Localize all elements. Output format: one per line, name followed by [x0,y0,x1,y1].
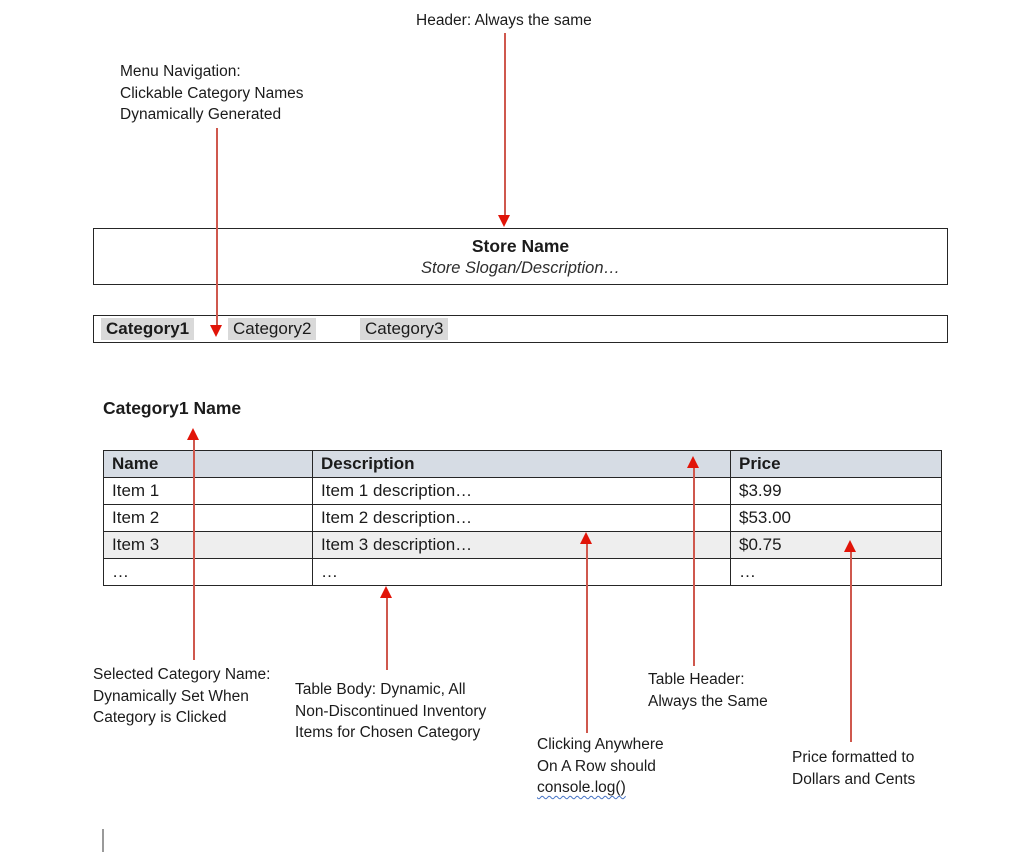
table-row[interactable]: Item 1 Item 1 description… $3.99 [103,477,942,505]
console-log-code: console.log() [537,779,626,796]
note-line: Clicking Anywhere [537,736,664,753]
store-name: Store Name [471,236,570,256]
annotation-menu-navigation-note: Menu Navigation: Clickable Category Name… [120,61,304,126]
arrow-line-menu-navigation [216,128,218,325]
cell-name[interactable]: Item 3 [103,531,313,559]
store-header-box: Store Name Store Slogan/Description… [93,228,948,285]
category-nav-bar: Category1 Category2 Category3 [93,315,948,343]
column-header-name: Name [103,450,313,478]
note-line: Selected Category Name: [93,666,271,683]
table-row[interactable]: … … … [103,558,942,586]
arrow-up-icon [687,456,699,468]
cell-price[interactable]: … [730,558,942,586]
nav-item-category1[interactable]: Category1 [101,318,195,340]
arrow-up-icon [380,586,392,598]
arrow-line-header [504,33,506,216]
text-cursor [102,829,104,852]
cell-price[interactable]: $3.99 [730,477,942,505]
note-line: On A Row should [537,757,656,775]
arrow-line-clicking-row [586,544,588,733]
arrow-line-selected-category [193,440,195,660]
note-line: Clickable Category Names [120,84,304,102]
note-line: Menu Navigation: [120,63,241,80]
note-line: Dollars and Cents [792,770,916,788]
arrow-line-table-body [386,598,388,670]
note-line: Items for Chosen Category [295,724,481,741]
column-header-price: Price [730,450,942,478]
table-header-row: Name Description Price [103,450,942,478]
table-row[interactable]: Item 2 Item 2 description… $53.00 [103,504,942,532]
store-slogan: Store Slogan/Description… [420,259,620,277]
annotation-table-body-note: Table Body: Dynamic, All Non-Discontinue… [295,679,486,744]
annotation-header-note: Header: Always the same [416,10,592,32]
arrow-line-price-format [850,552,852,742]
note-line: Price formatted to [792,749,915,766]
annotation-clicking-row-note: Clicking Anywhere On A Row should consol… [537,734,664,799]
cell-name[interactable]: Item 2 [103,504,313,532]
nav-item-category2[interactable]: Category2 [228,318,317,340]
note-line: Category is Clicked [93,709,227,726]
selected-category-heading: Category1 Name [103,398,242,418]
cell-description[interactable]: Item 1 description… [312,477,731,505]
arrow-line-table-header [693,468,695,666]
table-row[interactable]: Item 3 Item 3 description… $0.75 [103,531,942,559]
arrow-down-icon [498,215,510,227]
cell-name[interactable]: … [103,558,313,586]
cell-price[interactable]: $53.00 [730,504,942,532]
note-line: Table Body: Dynamic, All [295,681,466,698]
note-line: Dynamically Generated [120,106,282,123]
arrow-up-icon [844,540,856,552]
cell-price[interactable]: $0.75 [730,531,942,559]
inventory-table: Name Description Price Item 1 Item 1 des… [103,450,942,586]
note-line: Table Header: [648,671,745,688]
cell-name[interactable]: Item 1 [103,477,313,505]
cell-description[interactable]: Item 3 description… [312,531,731,559]
cell-description[interactable]: Item 2 description… [312,504,731,532]
arrow-down-icon [210,325,222,337]
arrow-up-icon [187,428,199,440]
cell-description[interactable]: … [312,558,731,586]
arrow-up-icon [580,532,592,544]
annotation-table-header-note: Table Header: Always the Same [648,669,768,712]
annotation-selected-category-note: Selected Category Name: Dynamically Set … [93,664,270,729]
note-line: Header: Always the same [416,12,592,29]
column-header-description: Description [312,450,731,478]
annotation-price-format-note: Price formatted to Dollars and Cents [792,747,915,790]
note-line: Non-Discontinued Inventory [295,702,487,720]
note-line: Always the Same [648,692,768,710]
note-line: Dynamically Set When [93,687,249,705]
nav-item-category3[interactable]: Category3 [360,318,449,340]
